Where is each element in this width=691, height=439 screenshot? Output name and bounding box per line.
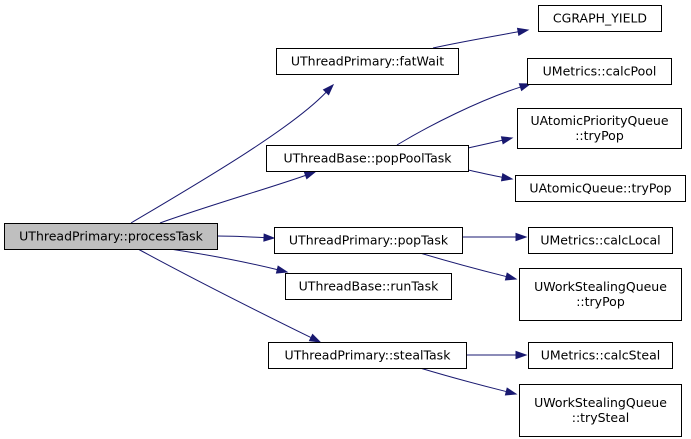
node-label: UWorkStealingQueue xyxy=(534,395,667,410)
arrowhead-popTask-to-wsqTryPop xyxy=(504,272,518,281)
edge-processTask-to-fatWait xyxy=(130,91,327,224)
node-popTask[interactable]: UThreadPrimary::popTask xyxy=(274,227,463,254)
node-box xyxy=(515,175,686,202)
node-label: UMetrics::calcSteal xyxy=(541,348,660,363)
arrowhead-processTask-to-fatWait xyxy=(322,83,335,96)
node-box xyxy=(528,342,673,369)
edge-processTask-to-popPoolTask xyxy=(159,174,306,224)
node-label: UThreadPrimary::fatWait xyxy=(291,54,444,69)
edge-popPoolTask-to-aqTryPop xyxy=(467,169,503,178)
arrowhead-fatWait-to-cgraphYield xyxy=(516,27,530,37)
node-label: ::tryPop xyxy=(575,128,624,143)
node-wsqTryPop[interactable]: UWorkStealingQueue::tryPop xyxy=(519,268,682,321)
node-label: UMetrics::calcPool xyxy=(543,64,657,79)
node-fatWait[interactable]: UThreadPrimary::fatWait xyxy=(276,48,459,75)
node-calcSteal[interactable]: UMetrics::calcSteal xyxy=(528,342,673,369)
edge-processTask-to-runTask xyxy=(169,248,278,271)
node-box xyxy=(266,145,469,172)
node-label: UThreadBase::runTask xyxy=(299,279,439,294)
node-stealTask[interactable]: UThreadPrimary::stealTask xyxy=(268,342,467,369)
node-label: ::trySteal xyxy=(572,410,630,425)
node-box xyxy=(519,384,682,437)
node-calcLocal[interactable]: UMetrics::calcLocal xyxy=(528,227,673,254)
node-label: UAtomicQueue::tryPop xyxy=(529,181,671,196)
arrowhead-processTask-to-popTask xyxy=(263,233,276,242)
node-label: UThreadPrimary::processTask xyxy=(19,229,203,244)
arrowhead-popPoolTask-to-apqTryPop xyxy=(500,136,514,145)
arrowhead-stealTask-to-wsqTrySteal xyxy=(504,387,518,396)
arrowhead-processTask-to-runTask xyxy=(275,265,289,274)
node-popPoolTask[interactable]: UThreadBase::popPoolTask xyxy=(266,145,469,172)
node-label: CGRAPH_YIELD xyxy=(553,11,647,26)
node-box xyxy=(285,273,452,300)
node-box xyxy=(538,5,662,32)
node-label: UThreadBase::popPoolTask xyxy=(283,151,452,166)
node-processTask[interactable]: UThreadPrimary::processTask xyxy=(4,223,218,250)
node-cgraphYield[interactable]: CGRAPH_YIELD xyxy=(538,5,662,32)
arrowhead-processTask-to-stealTask xyxy=(308,333,322,343)
node-box xyxy=(517,108,682,149)
node-label: UMetrics::calcLocal xyxy=(540,233,660,248)
arrowhead-popPoolTask-to-aqTryPop xyxy=(500,173,514,182)
edge-popPoolTask-to-apqTryPop xyxy=(467,139,503,149)
node-box xyxy=(276,48,459,75)
node-label: UAtomicPriorityQueue xyxy=(530,113,668,128)
node-box xyxy=(274,227,463,254)
node-label: ::tryPop xyxy=(576,294,625,309)
arrowhead-processTask-to-popPoolTask xyxy=(303,171,317,180)
node-box xyxy=(527,58,672,85)
arrowhead-stealTask-to-calcSteal xyxy=(515,350,528,360)
edge-popTask-to-wsqTryPop xyxy=(419,252,507,278)
arrowhead-popPoolTask-to-calcPool xyxy=(518,83,532,92)
edge-popPoolTask-to-calcPool xyxy=(396,86,521,146)
edge-fatWait-to-cgraphYield xyxy=(432,31,519,49)
node-apqTryPop[interactable]: UAtomicPriorityQueue::tryPop xyxy=(517,108,682,149)
node-box xyxy=(519,268,682,321)
nodes-layer: UThreadPrimary::processTaskUThreadPrimar… xyxy=(4,5,686,437)
node-box xyxy=(268,342,467,369)
node-wsqTrySteal[interactable]: UWorkStealingQueue::trySteal xyxy=(519,384,682,437)
edge-processTask-to-stealTask xyxy=(137,248,312,339)
edges-layer xyxy=(130,27,532,396)
node-box xyxy=(4,223,218,250)
node-label: UThreadPrimary::stealTask xyxy=(285,348,452,363)
arrowhead-popTask-to-calcLocal xyxy=(515,232,528,242)
node-box xyxy=(528,227,673,254)
node-label: UThreadPrimary::popTask xyxy=(289,233,449,248)
node-runTask[interactable]: UThreadBase::runTask xyxy=(285,273,452,300)
node-aqTryPop[interactable]: UAtomicQueue::tryPop xyxy=(515,175,686,202)
edge-processTask-to-popTask xyxy=(216,235,265,239)
node-calcPool[interactable]: UMetrics::calcPool xyxy=(527,58,672,85)
node-label: UWorkStealingQueue xyxy=(534,279,667,294)
edge-stealTask-to-wsqTrySteal xyxy=(419,367,507,393)
